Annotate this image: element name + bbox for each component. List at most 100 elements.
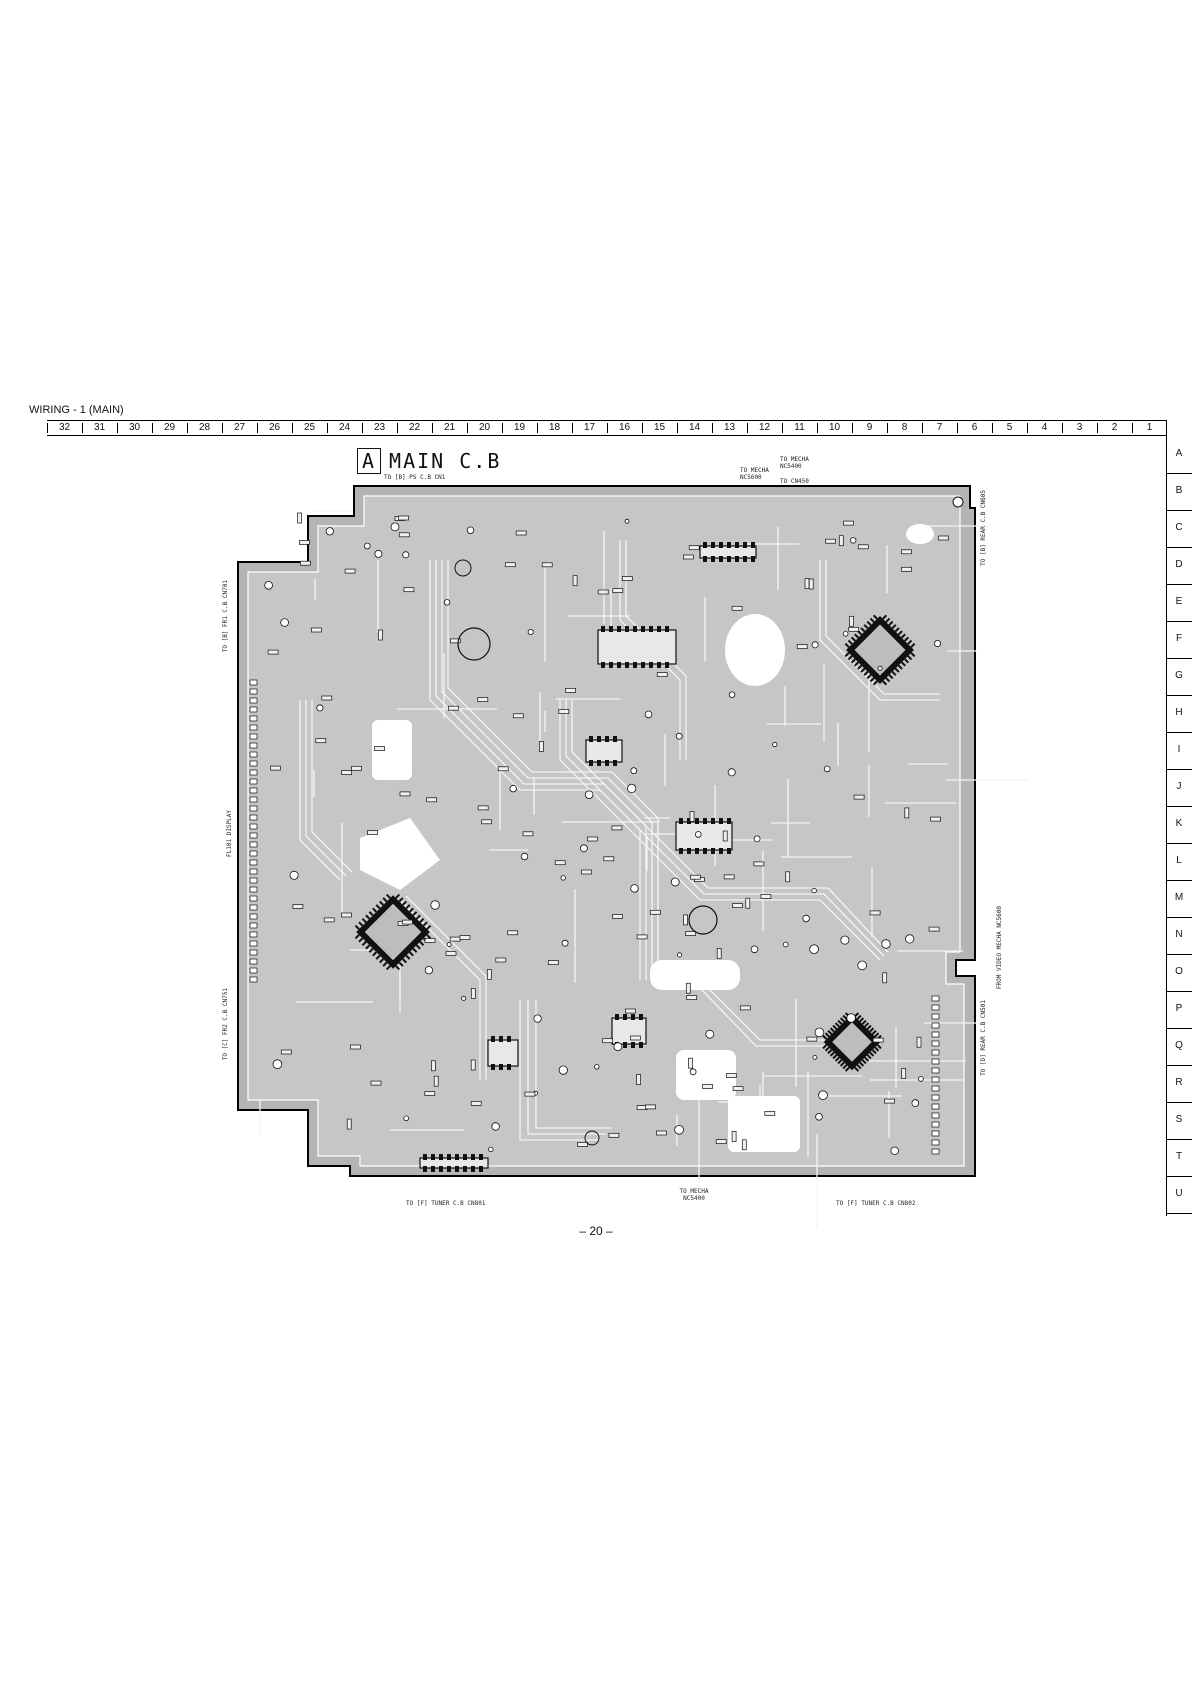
column-tick bbox=[1097, 423, 1098, 433]
display-connector-pin bbox=[249, 778, 258, 785]
dip-pin bbox=[631, 1042, 635, 1048]
chip-pin bbox=[844, 652, 850, 658]
dip-body bbox=[419, 1157, 489, 1169]
connector-right-mecha: FROM VIDEO MECHA NC5600 bbox=[996, 906, 1003, 990]
dip-pin bbox=[423, 1166, 427, 1172]
capacitor bbox=[689, 811, 695, 822]
board-letter: A bbox=[357, 448, 382, 474]
dip-pin bbox=[727, 542, 731, 548]
column-label: 5 bbox=[1006, 422, 1013, 433]
dip-pin bbox=[507, 1036, 511, 1042]
row-label: J bbox=[1176, 781, 1182, 792]
chip-pin bbox=[866, 674, 872, 680]
dip-pin bbox=[743, 542, 747, 548]
display-connector-pin bbox=[249, 976, 258, 983]
pad bbox=[289, 870, 299, 880]
resistor bbox=[370, 1080, 382, 1086]
column-label: 10 bbox=[828, 422, 841, 433]
dip-pin bbox=[711, 818, 715, 824]
connector-right-rear-bottom: TO [D] REAR C.B CN501 bbox=[980, 1000, 987, 1076]
dip-pin bbox=[687, 818, 691, 824]
rear-connector-pin bbox=[931, 1022, 940, 1029]
chip-pin bbox=[398, 961, 404, 967]
display-connector-pin bbox=[249, 868, 258, 875]
pad bbox=[809, 944, 819, 954]
chip-pin bbox=[888, 674, 894, 680]
chip-pin bbox=[842, 1014, 848, 1020]
rear-connector-pin bbox=[931, 1103, 940, 1110]
resistor bbox=[398, 532, 410, 538]
row-label: Q bbox=[1175, 1040, 1183, 1051]
pad bbox=[527, 629, 534, 636]
trace-line bbox=[565, 700, 885, 957]
row-label: S bbox=[1175, 1114, 1183, 1125]
chip-pin bbox=[354, 924, 360, 930]
pad bbox=[613, 1042, 623, 1052]
display-connector-pin bbox=[249, 805, 258, 812]
column-tick bbox=[572, 423, 573, 433]
chip-pin bbox=[847, 639, 853, 645]
dip-pin bbox=[687, 848, 691, 854]
resistor bbox=[367, 830, 378, 835]
column-label: 31 bbox=[93, 422, 106, 433]
row-tick bbox=[1166, 547, 1192, 548]
pad bbox=[840, 935, 850, 945]
chip-pin bbox=[897, 630, 903, 636]
dip-pin bbox=[711, 848, 715, 854]
capacitor bbox=[916, 1036, 922, 1048]
column-label: 4 bbox=[1041, 422, 1048, 433]
chip-pin bbox=[372, 951, 378, 957]
resistor bbox=[541, 562, 553, 568]
resistor bbox=[495, 957, 507, 963]
resistor bbox=[477, 697, 489, 702]
dip-pin bbox=[751, 556, 755, 562]
rear-connector-pin bbox=[931, 1058, 940, 1065]
column-tick bbox=[187, 423, 188, 433]
white-areas bbox=[360, 524, 934, 1152]
resistor bbox=[470, 1101, 482, 1106]
pad bbox=[402, 551, 410, 559]
connector-top-cn450: TO CN450 bbox=[780, 478, 809, 485]
chip-center bbox=[854, 624, 906, 676]
pad bbox=[814, 1027, 825, 1038]
capacitor bbox=[882, 972, 888, 984]
dip-pin bbox=[751, 542, 755, 548]
resistor bbox=[577, 1142, 588, 1147]
chip-pin bbox=[426, 924, 432, 930]
connector-bottom-tuner-2: TO [F] TUNER C.B CN802 bbox=[836, 1200, 916, 1207]
column-tick bbox=[292, 423, 293, 433]
display-connector-pin bbox=[249, 841, 258, 848]
resistor bbox=[292, 904, 304, 909]
chip-pin bbox=[379, 900, 384, 906]
pad bbox=[594, 1064, 600, 1070]
dip-pin bbox=[479, 1154, 483, 1160]
row-label: O bbox=[1175, 966, 1183, 977]
chip-pin bbox=[866, 620, 872, 626]
pad bbox=[325, 527, 334, 536]
row-tick bbox=[1166, 1028, 1192, 1029]
dip-body bbox=[487, 1039, 519, 1067]
page-number: – 20 – bbox=[579, 1224, 613, 1238]
ic-dip-1 bbox=[597, 626, 677, 668]
chip-pin bbox=[408, 907, 414, 913]
capacitor bbox=[539, 741, 544, 752]
display-connector-pin bbox=[249, 913, 258, 920]
column-tick bbox=[852, 423, 853, 433]
display-connector-pin bbox=[249, 769, 258, 776]
chip-pin bbox=[834, 1022, 840, 1028]
pad bbox=[846, 1013, 856, 1023]
dip-pin bbox=[601, 626, 605, 632]
row-label: M bbox=[1174, 892, 1184, 903]
row-tick bbox=[1166, 843, 1192, 844]
dip-pin bbox=[609, 662, 613, 668]
resistor bbox=[731, 605, 743, 611]
column-label: 6 bbox=[971, 422, 978, 433]
connector-right-rear-top: TO [B] REAR C.B CN605 bbox=[980, 490, 987, 566]
row-label: K bbox=[1175, 818, 1183, 829]
dip-pin bbox=[423, 1154, 427, 1160]
row-label: L bbox=[1176, 855, 1182, 866]
dip-pin bbox=[499, 1064, 503, 1070]
dip-pin bbox=[711, 542, 715, 548]
chip-pin bbox=[871, 1049, 877, 1055]
